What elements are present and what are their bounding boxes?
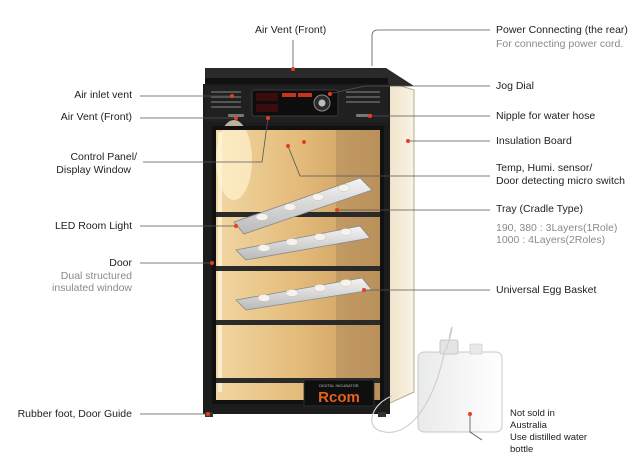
label-door-sub-1: Dual structured <box>60 270 132 282</box>
label-bottle-2: Australia <box>510 420 547 431</box>
label-air-vent-front-left: Air Vent (Front) <box>60 111 132 123</box>
label-air-inlet-vent: Air inlet vent <box>74 89 132 101</box>
label-insulation-board: Insulation Board <box>496 135 572 147</box>
air-inlet-vent <box>211 91 241 108</box>
control-panel <box>205 86 388 122</box>
label-tray: Tray (Cradle Type) <box>496 203 583 215</box>
label-universal-basket: Universal Egg Basket <box>496 284 597 296</box>
label-control-panel-1: Control Panel/ <box>70 151 137 163</box>
brand-logo: DIGITAL INCUBATOR Rcom <box>303 379 375 407</box>
label-led-room-light: LED Room Light <box>54 220 132 232</box>
door-window <box>212 120 384 404</box>
label-door: Door <box>109 257 132 269</box>
leader-lines <box>140 29 490 441</box>
cabinet-top <box>205 68 414 86</box>
label-tray-sub-1: 190, 380 : 3Layers(1Role) <box>496 222 618 234</box>
label-nipple: Nipple for water hose <box>496 110 596 122</box>
logo-text: Rcom <box>318 389 360 406</box>
label-bottle-3: Use distilled water <box>510 432 588 443</box>
label-jog-dial: Jog Dial <box>496 80 534 92</box>
label-sensor-2: Door detecting micro switch <box>496 175 625 187</box>
logo-subtitle: DIGITAL INCUBATOR <box>319 383 359 388</box>
label-air-vent-front-top: Air Vent (Front) <box>255 24 327 36</box>
label-tray-sub-2: 1000 : 4Layers(2Roles) <box>496 234 606 246</box>
label-sensor-1: Temp, Humi. sensor/ <box>496 162 593 174</box>
insulation-board <box>387 81 415 405</box>
water-bottle <box>417 339 503 433</box>
trays <box>233 177 373 311</box>
water-hose <box>371 326 453 434</box>
label-door-sub-2: insulated window <box>52 282 132 294</box>
label-rubber-foot: Rubber foot, Door Guide <box>17 408 132 420</box>
label-control-panel-2: Display Window <box>56 164 131 176</box>
label-power-connecting: Power Connecting (the rear) <box>496 24 628 36</box>
led-room-light <box>216 120 252 392</box>
jog-dial <box>313 94 331 112</box>
label-power-connecting-sub: For connecting power cord. <box>496 38 624 50</box>
label-bottle-1: Not sold in <box>510 408 555 419</box>
label-bottle-4: bottle <box>510 444 534 455</box>
